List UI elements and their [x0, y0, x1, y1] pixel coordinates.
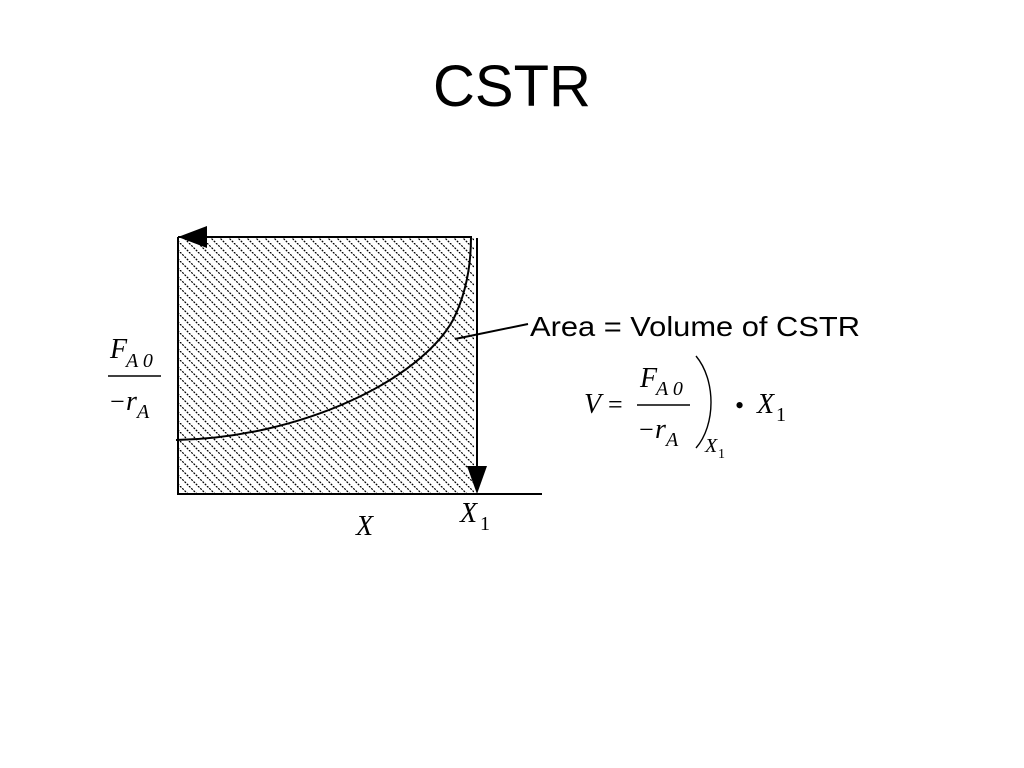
x1-subscript: 1	[480, 513, 490, 535]
y-label-F: F	[109, 334, 128, 365]
svg-text:−: −	[110, 387, 125, 416]
down-arrowhead	[467, 466, 487, 494]
eq-dot: •	[735, 391, 744, 420]
x1-symbol: X	[459, 498, 478, 529]
eq-paren-bracket	[695, 355, 712, 449]
y-axis-label: F A 0 − r A	[108, 334, 161, 423]
eq-num-subscript: A 0	[654, 378, 683, 400]
svg-text:A 0: A 0	[124, 350, 153, 372]
annotation-leader-line	[454, 323, 529, 340]
eq-rhs-X: X	[756, 389, 775, 420]
eq-den-r: r	[655, 414, 666, 445]
eq-den-subscript: A	[664, 429, 679, 451]
x1-label: X 1	[459, 498, 490, 535]
x-axis-label: X	[355, 511, 374, 542]
eq-den-minus: −	[639, 415, 654, 444]
volume-equation: V = F A 0 − r A X 1 • X 1	[584, 355, 786, 462]
eq-rhs-subscript: 1	[776, 404, 786, 426]
y-label-subscript-a: A	[135, 401, 150, 423]
hatched-area	[178, 237, 474, 494]
svg-text:F: F	[109, 334, 128, 365]
svg-text:r: r	[126, 386, 137, 417]
rate-curve	[175, 236, 472, 441]
y-label-r: r	[126, 386, 137, 417]
left-arrowhead	[178, 226, 207, 248]
eq-eval-subscript: 1	[718, 447, 725, 462]
eq-equals: =	[608, 390, 623, 419]
y-label-subscript-a0: A 0	[124, 350, 153, 372]
area-annotation: Area = Volume of CSTR	[530, 311, 860, 342]
eq-eval-X: X	[704, 435, 718, 457]
slide-title: CSTR	[433, 54, 591, 119]
eq-lhs-v: V	[584, 389, 604, 420]
y-label-minus: −	[110, 387, 125, 416]
eq-num-F: F	[639, 363, 658, 394]
svg-text:A: A	[135, 401, 150, 423]
